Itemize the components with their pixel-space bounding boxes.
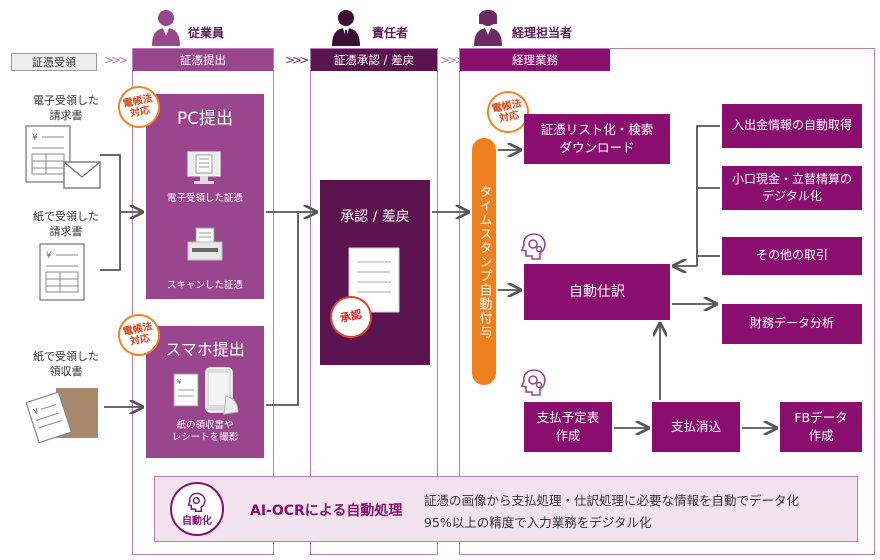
lane-header-approve: 証憑承認 / 差戻 (311, 49, 437, 71)
gear-head-icon (187, 492, 206, 512)
pc-submit-title: PC提出 (176, 109, 234, 129)
phone-submit-title: スマホ提出 (165, 340, 245, 359)
role-accounting: 経理担当者 (512, 26, 573, 40)
pc-scanned-label: スキャンした証憑 (166, 280, 243, 291)
petty-cash-box[interactable]: 小口現金・立替精算の デジタル化 (722, 166, 862, 210)
role-employee: 従業員 (188, 26, 225, 40)
source-paper-receipt: 紙で受領した 領収書 (33, 350, 99, 378)
approval-title: 承認 / 差戻 (340, 209, 410, 225)
manager-person-icon (332, 10, 360, 46)
role-manager: 責任者 (372, 26, 409, 40)
lane-header-accounting: 経理業務 (460, 49, 610, 71)
scanner-icon (187, 227, 223, 261)
chevron-arrow-icon: >>> (104, 53, 128, 67)
pc-submit-panel[interactable] (146, 94, 264, 299)
gear-head-icon (520, 369, 546, 396)
lane-header-submit: 証憑提出 (133, 49, 273, 71)
ai-ocr-desc-1: 証憑の画像から支払処理・仕訳処理に必要な情報を自動でデータ化 (424, 493, 800, 508)
chevron-arrow-icon: >>> (440, 53, 464, 67)
source-paper-invoice: 紙で受領した 請求書 (33, 210, 99, 238)
receipt-header: 証憑受領 (11, 53, 97, 71)
svg-text:¥: ¥ (32, 406, 40, 416)
paper-invoice-icon: ¥ (39, 243, 85, 301)
employee-person-icon (152, 10, 180, 46)
chevron-arrow-icon: >>> (285, 53, 309, 67)
invoice-email-icon: ¥ (25, 125, 101, 189)
payment-clear-box[interactable]: 支払消込 (652, 402, 740, 452)
auto-journal-box[interactable]: 自動仕訳 (524, 264, 670, 320)
list-search-box[interactable]: 証憑リスト化・検索 ダウンロード (524, 114, 670, 164)
deposit-info-box[interactable]: 入出金情報の自動取得 (722, 104, 862, 148)
fb-data-box[interactable]: FBデータ 作成 (780, 402, 862, 452)
automation-badge: 自動化 (170, 482, 224, 536)
ai-ocr-title: AI-OCRによる自動処理 (250, 503, 403, 519)
ai-ocr-desc-2: 95%以上の精度で入力業務をデジタル化 (424, 515, 652, 530)
other-transactions-box[interactable]: その他の取引 (722, 237, 862, 275)
source-electronic-invoice: 電子受領した 請求書 (33, 94, 99, 122)
svg-text:¥: ¥ (177, 378, 182, 386)
phone-submit-caption: 紙の領収書や レシートを撮影 (171, 420, 239, 444)
timestamp-bar: タイムスタンプ自動付与 (472, 138, 496, 385)
pc-electronic-label: 電子受領した証憑 (166, 193, 243, 204)
svg-text:¥: ¥ (46, 251, 52, 261)
gear-head-icon (520, 233, 546, 260)
phone-submit-panel[interactable] (146, 326, 264, 458)
receipt-envelope-icon: ¥ (26, 388, 98, 444)
accounting-person-icon (474, 10, 502, 46)
payment-schedule-box[interactable]: 支払予定表 作成 (524, 402, 612, 452)
pc-monitor-icon (187, 151, 221, 184)
ai-ocr-panel (154, 476, 858, 542)
svg-text:¥: ¥ (32, 133, 38, 143)
financial-analysis-box[interactable]: 財務データ分析 (722, 304, 862, 344)
smartphone-receipt-icon: ¥ (173, 367, 239, 415)
automation-label: 自動化 (182, 515, 212, 527)
